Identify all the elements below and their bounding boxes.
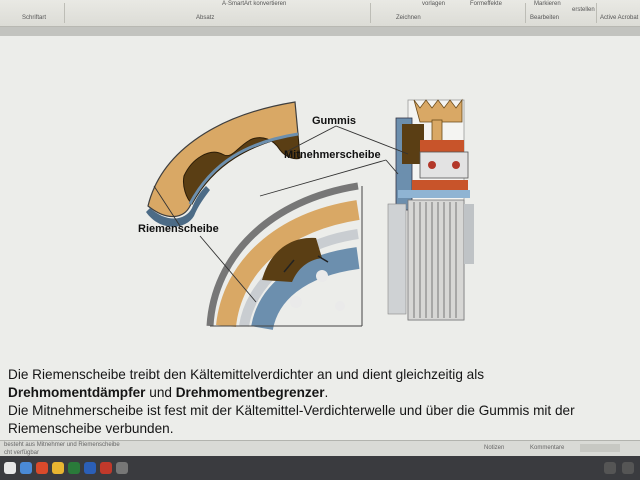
compressor-housing-fins (407, 199, 465, 321)
caption-term-limiter: Drehmomentbegrenzer (175, 385, 325, 400)
ribbon-active-acrobat[interactable]: Active Acrobat (600, 15, 639, 21)
slide-caption[interactable]: Die Riemenscheibe treibt den Kältemittel… (8, 366, 636, 438)
slide-canvas[interactable]: Gummis Mitnehmerscheibe Riemenscheibe Di… (0, 36, 640, 440)
notification-icon[interactable] (622, 462, 634, 474)
acrobat-icon[interactable] (100, 462, 112, 474)
notes-pane-text[interactable]: besteht aus Mitnehmer und Riemenscheibe (4, 442, 120, 448)
folder-icon[interactable] (52, 462, 64, 474)
label-gummis: Gummis (312, 115, 356, 127)
excel-icon[interactable] (68, 462, 80, 474)
ribbon-vorlagen[interactable]: vorlagen (422, 1, 446, 7)
label-mitnehmerscheibe: Mitnehmerscheibe (284, 149, 381, 161)
group-bearbeiten: Bearbeiten (530, 15, 560, 21)
status-left-text: cht verfügbar (4, 450, 40, 456)
os-taskbar (0, 456, 640, 480)
label-riemenscheibe: Riemenscheibe (138, 223, 219, 235)
caption-line-2: Drehmomentdämpfer und Drehmomentbegrenze… (8, 384, 636, 402)
caption-line-3: Die Mitnehmerscheibe ist fest mit der Kä… (8, 403, 575, 418)
caption-period: . (324, 385, 329, 400)
group-schriftart: Schriftart (22, 15, 47, 21)
comments-button[interactable]: Kommentare (530, 445, 565, 451)
view-buttons[interactable] (580, 444, 620, 452)
canvas-margin (0, 27, 640, 36)
ribbon-separator (370, 3, 371, 23)
start-icon[interactable] (4, 462, 16, 474)
group-absatz: Absatz (196, 15, 215, 21)
ribbon-formeffekte[interactable]: Formeffekte (470, 1, 502, 7)
app-icon[interactable] (116, 462, 128, 474)
ribbon-erstellen[interactable]: erstellen (572, 7, 595, 13)
ribbon-separator (64, 3, 65, 23)
browser-icon[interactable] (20, 462, 32, 474)
caption-term-damper: Drehmomentdämpfer (8, 385, 146, 400)
word-icon[interactable] (84, 462, 96, 474)
powerpoint-icon[interactable] (36, 462, 48, 474)
ribbon-toolbar: A·SmartArt konvertieren vorlagen Formeff… (0, 0, 640, 27)
pulley-wheel (206, 182, 363, 331)
notes-status-bar: besteht aus Mitnehmer und Riemenscheibe … (0, 440, 640, 457)
tray-icon[interactable] (604, 462, 616, 474)
rubber-segment-enlarged (146, 101, 301, 227)
callout-lines (153, 125, 409, 303)
notes-button[interactable]: Notizen (484, 445, 505, 451)
group-zeichnen: Zeichnen (396, 15, 421, 21)
caption-line-4: Riemenscheibe verbunden. (8, 421, 174, 436)
caption-line-1: Die Riemenscheibe treibt den Kältemittel… (8, 367, 485, 382)
ribbon-markieren[interactable]: Markieren (534, 1, 561, 7)
ribbon-separator (525, 3, 526, 23)
compressor-cross-section (387, 98, 474, 321)
ribbon-separator (596, 3, 597, 23)
ribbon-smartart[interactable]: A·SmartArt konvertieren (222, 1, 287, 7)
pulley-diagram: Gummis Mitnehmerscheibe Riemenscheibe (138, 98, 474, 331)
caption-conjunction: und (145, 385, 176, 400)
